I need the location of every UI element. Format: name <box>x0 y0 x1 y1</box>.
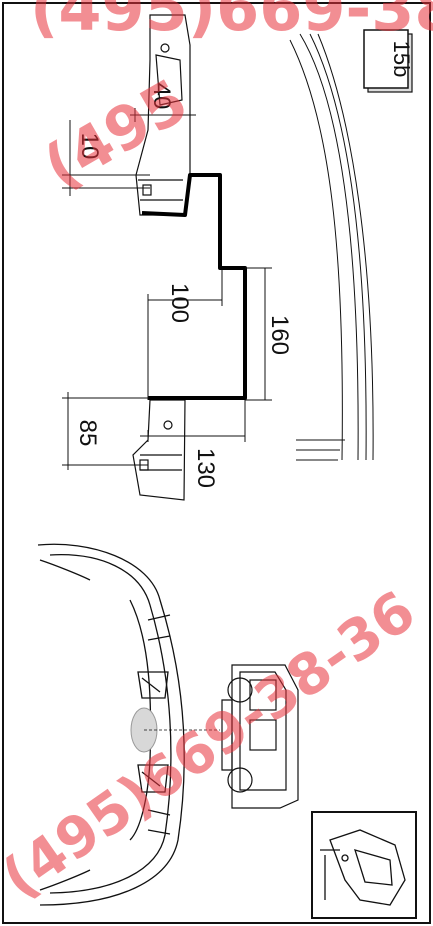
dim-40: 40 <box>148 83 175 110</box>
cutout-outline <box>141 173 247 400</box>
watermark-left: (495 <box>33 66 200 203</box>
page-label-box: 15b <box>363 29 414 93</box>
vehicle-icon <box>221 664 299 809</box>
dimension-lines <box>62 108 272 470</box>
dim-85: 85 <box>74 420 101 447</box>
page-label: 15b <box>389 41 414 78</box>
dim-100: 100 <box>166 283 193 323</box>
dim-130: 130 <box>192 448 219 488</box>
bumper-edge-lines <box>289 33 374 461</box>
dim-160: 160 <box>266 315 293 355</box>
watermark-top: (495)669-38-36 <box>30 0 433 45</box>
bumper-illustration <box>37 543 185 906</box>
tool-inset <box>311 811 417 919</box>
lower-bracket <box>132 399 186 501</box>
dim-10: 10 <box>76 133 103 160</box>
watermark-middle: (495)669-38-36 <box>0 579 427 912</box>
